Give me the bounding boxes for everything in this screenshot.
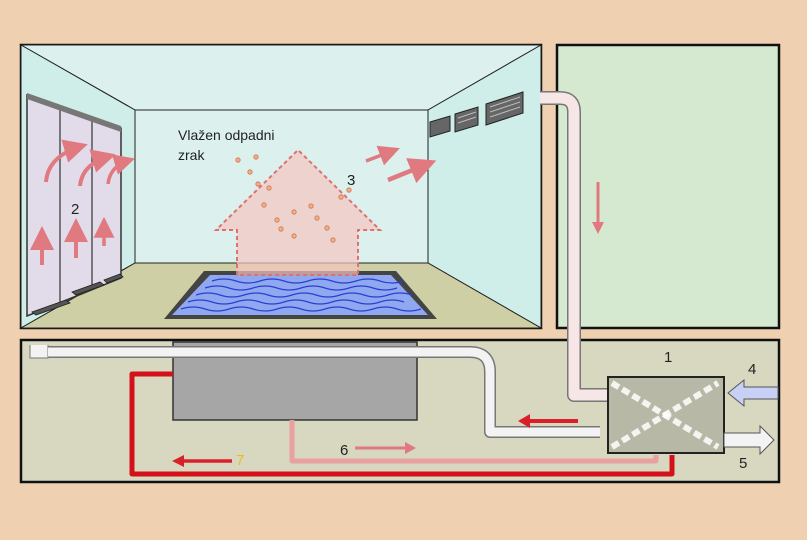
side-room — [555, 43, 781, 330]
moisture-droplets — [235, 154, 352, 243]
label-3: 3 — [347, 172, 355, 189]
label-6: 6 — [340, 442, 348, 459]
exhaust-air-arrow — [387, 158, 437, 184]
exhaust-outlet-arrow — [723, 424, 775, 456]
return-flow-arrow-head — [518, 414, 530, 428]
label-7: 7 — [236, 452, 244, 469]
hot-flow-arrow-head — [172, 455, 184, 467]
label-2: 2 — [71, 201, 79, 218]
label-4: 4 — [748, 361, 756, 378]
exhaust-duct — [540, 92, 608, 401]
warm-flow-arrow-head — [405, 442, 416, 454]
floor-grille — [71, 281, 105, 296]
water-waves — [180, 278, 422, 312]
floor-duct-connector — [29, 345, 49, 359]
warm-water-pipe — [289, 420, 659, 464]
supply-duct — [48, 347, 600, 437]
curved-air-arrow — [106, 154, 136, 185]
floor-grille — [103, 273, 124, 284]
window-head — [27, 93, 121, 132]
pool-water — [172, 275, 428, 315]
curved-air-arrow — [78, 149, 116, 187]
exhaust-grilles — [429, 91, 524, 138]
swimming-pool — [164, 271, 437, 319]
exhaust-grille — [429, 115, 451, 138]
caption-line-2: zrak — [178, 147, 205, 163]
shaft-down-arrow-head — [592, 222, 604, 234]
label-1: 1 — [664, 349, 672, 366]
window-air-arrows — [30, 139, 136, 265]
floor-grille — [31, 299, 71, 316]
exhaust-grille — [485, 91, 524, 126]
caption-line-1: Vlažen odpadni — [178, 127, 275, 143]
fresh-air-inlet-arrow — [727, 378, 779, 408]
pool-hall — [19, 43, 543, 330]
exchanger-flow — [610, 380, 720, 450]
label-5: 5 — [739, 455, 747, 472]
humid-air-rise-arrow — [213, 148, 383, 276]
hot-water-pipe — [129, 371, 675, 477]
exhaust-air-arrow — [365, 145, 400, 166]
curved-air-arrow — [44, 139, 88, 183]
